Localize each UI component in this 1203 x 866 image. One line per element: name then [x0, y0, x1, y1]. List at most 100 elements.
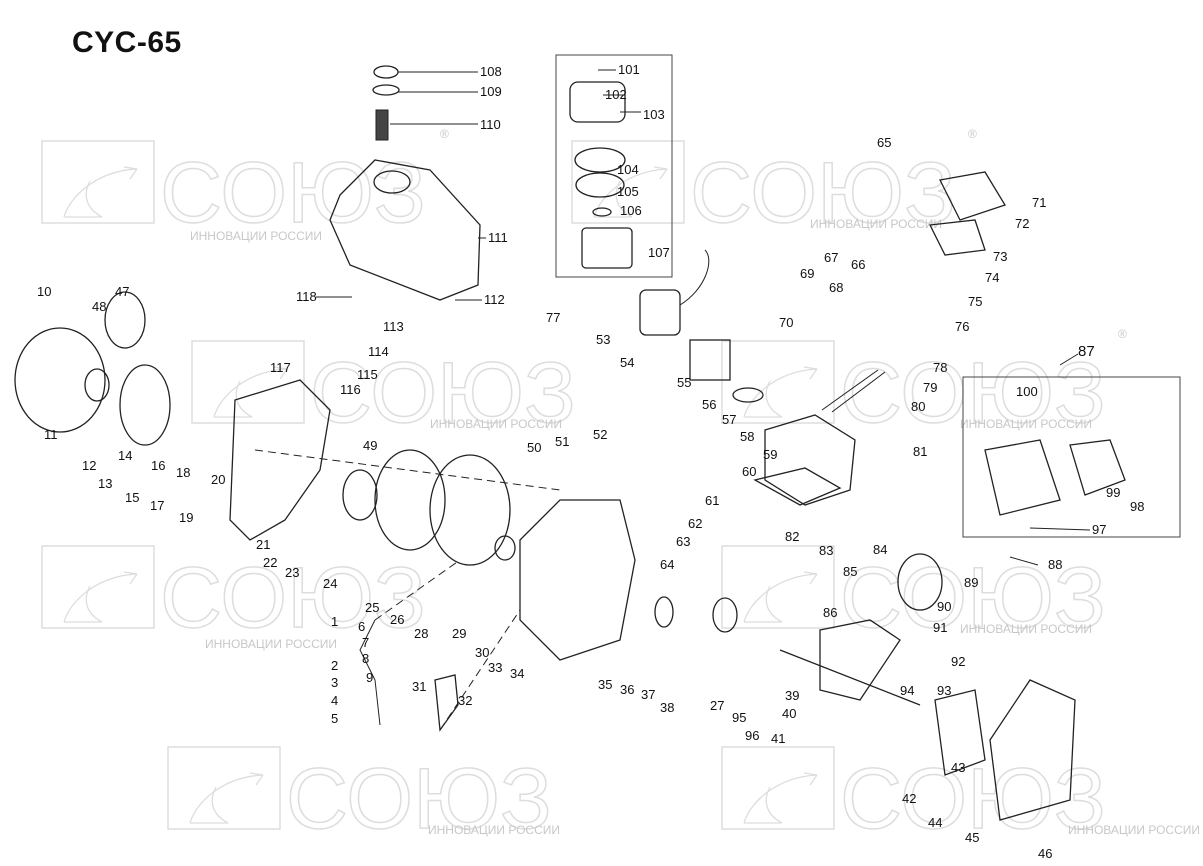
- part-label: 26: [390, 612, 404, 627]
- part-label: 29: [452, 626, 466, 641]
- part-label: 116: [340, 382, 361, 397]
- part-label: 95: [732, 710, 746, 725]
- part-label: 45: [965, 830, 979, 845]
- part-label: 113: [383, 319, 404, 334]
- part-label: 100: [1016, 384, 1038, 399]
- watermark-tagline: ИННОВАЦИИ РОССИИ: [428, 823, 560, 837]
- part-label: 92: [951, 654, 965, 669]
- part-label: 18: [176, 465, 190, 480]
- part-label: 14: [118, 448, 132, 463]
- watermark-tagline: ИННОВАЦИИ РОССИИ: [1068, 823, 1200, 837]
- part-label: 51: [555, 434, 569, 449]
- part-label: 97: [1092, 522, 1106, 537]
- part-label: 105: [617, 184, 639, 199]
- watermark-tagline: ИННОВАЦИИ РОССИИ: [810, 217, 942, 231]
- part-label: 38: [660, 700, 674, 715]
- part-label: 24: [323, 576, 337, 591]
- part-label: 76: [955, 319, 969, 334]
- part-label: 65: [877, 135, 891, 150]
- part-label: 91: [933, 620, 947, 635]
- part-label: 71: [1032, 195, 1046, 210]
- muffler-assembly: [984, 439, 1126, 516]
- watermark-brand: СОЮЗ: [310, 345, 576, 441]
- part-label: 87: [1078, 343, 1095, 360]
- crankcase-assembly: [519, 499, 1076, 821]
- part-label: 55: [677, 375, 691, 390]
- part-label: 11: [44, 427, 58, 442]
- part-label: 44: [928, 815, 942, 830]
- carburetor-assembly: [639, 249, 764, 403]
- part-label: 19: [179, 510, 193, 525]
- watermark-brand: СОЮЗ: [840, 550, 1106, 646]
- part-label: 20: [211, 472, 225, 487]
- part-labels: 108 109 110 111 112 118 113 114 115 116 …: [37, 62, 1144, 861]
- diagram-title: CYC-65: [72, 26, 182, 59]
- part-label: 80: [911, 399, 925, 414]
- part-label: 111: [488, 230, 508, 245]
- part-label: 109: [480, 84, 502, 99]
- watermark-tagline: ИННОВАЦИИ РОССИИ: [430, 417, 562, 431]
- part-label: 59: [763, 447, 777, 462]
- part-label: 89: [964, 575, 978, 590]
- part-label: 46: [1038, 846, 1052, 861]
- watermark-brand: СОЮЗ: [840, 751, 1106, 847]
- part-label: 82: [785, 529, 799, 544]
- part-label: 104: [617, 162, 639, 177]
- part-label: 73: [993, 249, 1007, 264]
- part-label: 10: [37, 284, 51, 299]
- part-label: 70: [779, 315, 793, 330]
- watermark-brand: СОЮЗ: [160, 550, 426, 646]
- fuel-tank-assembly: [329, 65, 481, 301]
- part-label: 96: [745, 728, 759, 743]
- part-label: 81: [913, 444, 927, 459]
- part-label: 25: [365, 600, 379, 615]
- part-label: 103: [643, 107, 665, 122]
- part-label: 79: [923, 380, 937, 395]
- part-label: 93: [937, 683, 951, 698]
- watermark-tagline: ИННОВАЦИИ РОССИИ: [190, 229, 322, 243]
- part-label: 5: [331, 711, 338, 726]
- part-label: 77: [546, 310, 560, 325]
- part-label: 16: [151, 458, 165, 473]
- part-label: 3: [331, 675, 338, 690]
- air-filter-group-box: [555, 54, 673, 278]
- watermark-registered: ®: [1118, 327, 1127, 341]
- watermark-tagline: ИННОВАЦИИ РОССИИ: [205, 637, 337, 651]
- part-label: 83: [819, 543, 833, 558]
- part-label: 56: [702, 397, 716, 412]
- part-label: 67: [824, 250, 838, 265]
- part-label: 37: [641, 687, 655, 702]
- part-label: 61: [705, 493, 719, 508]
- watermark-brand: СОЮЗ: [286, 751, 552, 847]
- part-label: 74: [985, 270, 999, 285]
- part-label: 72: [1015, 216, 1029, 231]
- watermark-brand: СОЮЗ: [160, 145, 426, 241]
- part-label: 115: [357, 367, 378, 382]
- part-label: 106: [620, 203, 642, 218]
- part-label: 39: [785, 688, 799, 703]
- part-label: 1: [331, 614, 338, 629]
- part-label: 49: [363, 438, 377, 453]
- part-label: 99: [1106, 485, 1120, 500]
- part-label: 40: [782, 706, 796, 721]
- part-label: 84: [873, 542, 887, 557]
- air-filter-assembly: [569, 81, 633, 269]
- part-label: 21: [256, 537, 270, 552]
- part-label: 13: [98, 476, 112, 491]
- part-label: 34: [510, 666, 524, 681]
- part-label: 12: [82, 458, 96, 473]
- part-label: 112: [484, 292, 505, 307]
- part-label: 4: [331, 693, 338, 708]
- part-label: 35: [598, 677, 612, 692]
- part-label: 50: [527, 440, 541, 455]
- part-label: 98: [1130, 499, 1144, 514]
- part-label: 68: [829, 280, 843, 295]
- part-label: 90: [937, 599, 951, 614]
- part-label: 60: [742, 464, 756, 479]
- part-label: 28: [414, 626, 428, 641]
- part-label: 42: [902, 791, 916, 806]
- part-label: 54: [620, 355, 634, 370]
- part-label: 64: [660, 557, 674, 572]
- part-label: 30: [475, 645, 489, 660]
- part-label: 107: [648, 245, 670, 260]
